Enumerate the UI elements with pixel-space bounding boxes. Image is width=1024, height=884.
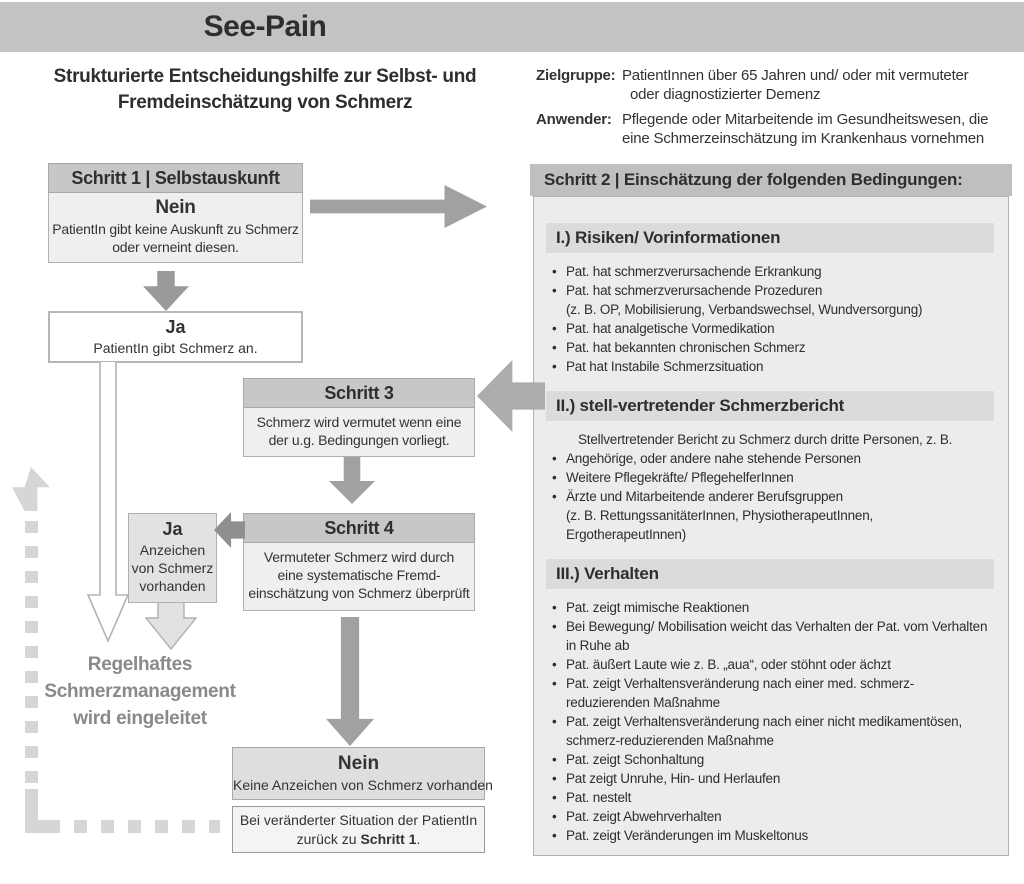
management-line1: Regelhaftes: [87, 654, 193, 675]
section-verhalten-title: III.) Verhalten: [546, 559, 994, 589]
arrow-step1-to-step2-icon: [310, 185, 487, 228]
section-verhalten-items: Pat. zeigt mimische ReaktionenBei Bewegu…: [546, 598, 994, 845]
list-item: Pat. äußert Laute wie z. B. „aua“, oder …: [546, 655, 994, 674]
zielgruppe-line1: PatientInnen über 65 Jahren und/ oder mi…: [622, 67, 969, 84]
ja-signs-line2: von Schmerz: [131, 560, 214, 576]
list-item: Pat. zeigt mimische Reaktionen: [546, 598, 994, 617]
subtitle: Strukturierte Entscheidungshilfe zur Sel…: [40, 64, 490, 116]
list-item: Pat. nestelt: [546, 788, 994, 807]
anwender-row: Anwender: Pflegende oder Mitarbeitende i…: [536, 110, 1014, 148]
step4-line2: eine systematische Fremd-: [277, 567, 441, 583]
list-item: Angehörige, oder andere nahe stehende Pe…: [546, 449, 994, 468]
zielgruppe-value: PatientInnen über 65 Jahren und/ oder mi…: [622, 66, 969, 104]
nein-signs-answer: Nein: [337, 753, 380, 774]
management-line2: Schmerzmanagement: [44, 681, 236, 702]
return-path-vertical-dashes: [25, 521, 38, 789]
section-schmerzbericht: II.) stell-vertretender Schmerzbericht S…: [546, 391, 994, 544]
info-block: Zielgruppe: PatientInnen über 65 Jahren …: [536, 66, 1014, 154]
list-item: (z. B. OP, Mobilisierung, Verbandswechse…: [566, 302, 923, 317]
restart-line2: zurück zu Schritt 1.: [233, 830, 484, 849]
list-item: Pat. hat bekannten chronischen Schmerz: [546, 338, 994, 357]
list-item: Pat. zeigt Verhaltensveränderung nach ei…: [546, 674, 994, 712]
arrow-step4-to-ja-icon: [214, 512, 245, 548]
arrow-step4-to-nein-icon: [326, 617, 374, 746]
nein-signs-box: Nein Keine Anzeichen von Schmerz vorhand…: [232, 747, 493, 800]
step3-box: Schritt 3 Schmerz wird vermutet wenn ein…: [243, 378, 475, 457]
arrow-ja-to-management-icon: [87, 362, 129, 643]
list-item: Weitere Pflegekräfte/ PflegehelferInnen: [546, 468, 994, 487]
ja-signs-box: Ja Anzeichen von Schmerz vorhanden: [128, 513, 217, 603]
ja-selfreport-line1: PatientIn gibt Schmerz an.: [93, 340, 258, 356]
restart-line2-suffix: .: [416, 831, 421, 847]
arrow-return-up-icon: [12, 467, 50, 511]
ja-signs-line1: Anzeichen: [139, 542, 206, 558]
list-item: Pat. hat schmerzverursachende Erkrankung: [546, 262, 994, 281]
list-item: Pat zeigt Unruhe, Hin- und Herlaufen: [546, 769, 994, 788]
ja-selfreport-box: Ja PatientIn gibt Schmerz an.: [48, 311, 303, 363]
subtitle-line2: Fremdeinschätzung von Schmerz: [117, 92, 413, 113]
ja-signs-line3: vorhanden: [139, 578, 206, 594]
list-item: Pat. zeigt Schonhaltung: [546, 750, 994, 769]
section-risiken-title: I.) Risiken/ Vorinformationen: [546, 223, 994, 253]
step3-header: Schritt 3: [243, 378, 475, 408]
zielgruppe-line2: oder diagnostizierter Demenz: [630, 86, 821, 103]
section-risiken: I.) Risiken/ Vorinformationen Pat. hat s…: [546, 223, 994, 376]
return-path-horizontal-dashes: [74, 820, 220, 833]
management-text: Regelhaftes Schmerzmanagement wird einge…: [20, 651, 260, 732]
restart-line2-prefix: zurück zu: [296, 831, 361, 847]
step2-header: Schritt 2 | Einschätzung der folgenden B…: [530, 164, 1012, 196]
step4-body: Vermuteter Schmerz wird durch eine syste…: [243, 543, 475, 611]
subtitle-line1: Strukturierte Entscheidungshilfe zur Sel…: [53, 66, 477, 87]
anwender-line2: eine Schmerzeinschätzung im Krankenhaus …: [622, 130, 985, 147]
anwender-line1: Pflegende oder Mitarbeitende im Gesundhe…: [622, 111, 989, 128]
management-line3: wird eingeleitet: [73, 708, 207, 729]
section-schmerzbericht-items: Stellvertretender Bericht zu Schmerz dur…: [546, 430, 994, 544]
step4-line1: Vermuteter Schmerz wird durch: [263, 549, 455, 565]
arrow-step3-to-step4-icon: [329, 456, 375, 504]
step1-line1: PatientIn gibt keine Auskunft zu Schmerz: [52, 221, 299, 237]
arrow-step1-to-ja-icon: [143, 271, 189, 311]
ja-selfreport-answer: Ja: [165, 317, 186, 337]
list-item: Pat. zeigt Verhaltensveränderung nach ei…: [546, 712, 994, 750]
list-item: Pat. zeigt Veränderungen im Muskeltonus: [546, 826, 994, 845]
list-item: Pat. zeigt Abwehrverhalten: [546, 807, 994, 826]
ja-signs-answer: Ja: [162, 519, 183, 539]
step4-header: Schritt 4: [243, 513, 475, 543]
nein-signs-line1: Keine Anzeichen von Schmerz vorhanden: [233, 777, 493, 793]
list-item: Pat. hat analgetische Vormedikation: [546, 319, 994, 338]
restart-line2-step: Schritt 1: [360, 831, 417, 847]
zielgruppe-label: Zielgruppe:: [536, 67, 616, 84]
list-item: (z. B. RettungssanitäterInnen, Physiothe…: [566, 508, 874, 542]
step3-line1: Schmerz wird vermutet wenn eine: [256, 414, 462, 430]
list-item: Pat. hat schmerzverursachende Prozeduren: [546, 281, 994, 300]
step3-line2: der u.g. Bedingungen vorliegt.: [268, 432, 450, 448]
step3-body: Schmerz wird vermutet wenn eine der u.g.…: [243, 408, 475, 457]
page-title: See-Pain: [203, 10, 327, 43]
anwender-label: Anwender:: [536, 111, 612, 128]
step4-line3: einschätzung von Schmerz überprüft: [248, 585, 470, 601]
restart-box: Bei veränderter Situation der PatientIn …: [232, 806, 485, 853]
list-item: Ärzte und Mitarbeitende anderer Berufsgr…: [546, 487, 994, 506]
step2-panel: I.) Risiken/ Vorinformationen Pat. hat s…: [533, 196, 1009, 856]
title-bar: See-Pain: [0, 2, 1024, 52]
list-item: Bei Bewegung/ Mobilisation weicht das Ve…: [546, 617, 994, 655]
section-schmerzbericht-title: II.) stell-vertretender Schmerzbericht: [546, 391, 994, 421]
list-item: Stellvertretender Bericht zu Schmerz dur…: [578, 432, 953, 447]
section-risiken-items: Pat. hat schmerzverursachende Erkrankung…: [546, 262, 994, 376]
step1-line2: oder verneint diesen.: [112, 239, 239, 255]
section-verhalten: III.) Verhalten Pat. zeigt mimische Reak…: [546, 559, 994, 845]
restart-line1: Bei veränderter Situation der PatientIn: [239, 812, 478, 828]
return-path-elbow-horizontal: [25, 820, 60, 833]
step1-answer: Nein: [155, 197, 196, 218]
step1-header: Schritt 1 | Selbstauskunft: [48, 163, 303, 193]
step1-body: Nein PatientIn gibt keine Auskunft zu Sc…: [48, 193, 303, 263]
anwender-value: Pflegende oder Mitarbeitende im Gesundhe…: [622, 110, 989, 148]
list-item: Pat hat Instabile Schmerzsituation: [546, 357, 994, 376]
arrow-jasigns-to-management-icon: [145, 602, 197, 650]
step1-box: Schritt 1 | Selbstauskunft Nein PatientI…: [48, 163, 303, 263]
step4-box: Schritt 4 Vermuteter Schmerz wird durch …: [243, 513, 475, 611]
zielgruppe-row: Zielgruppe: PatientInnen über 65 Jahren …: [536, 66, 1014, 104]
